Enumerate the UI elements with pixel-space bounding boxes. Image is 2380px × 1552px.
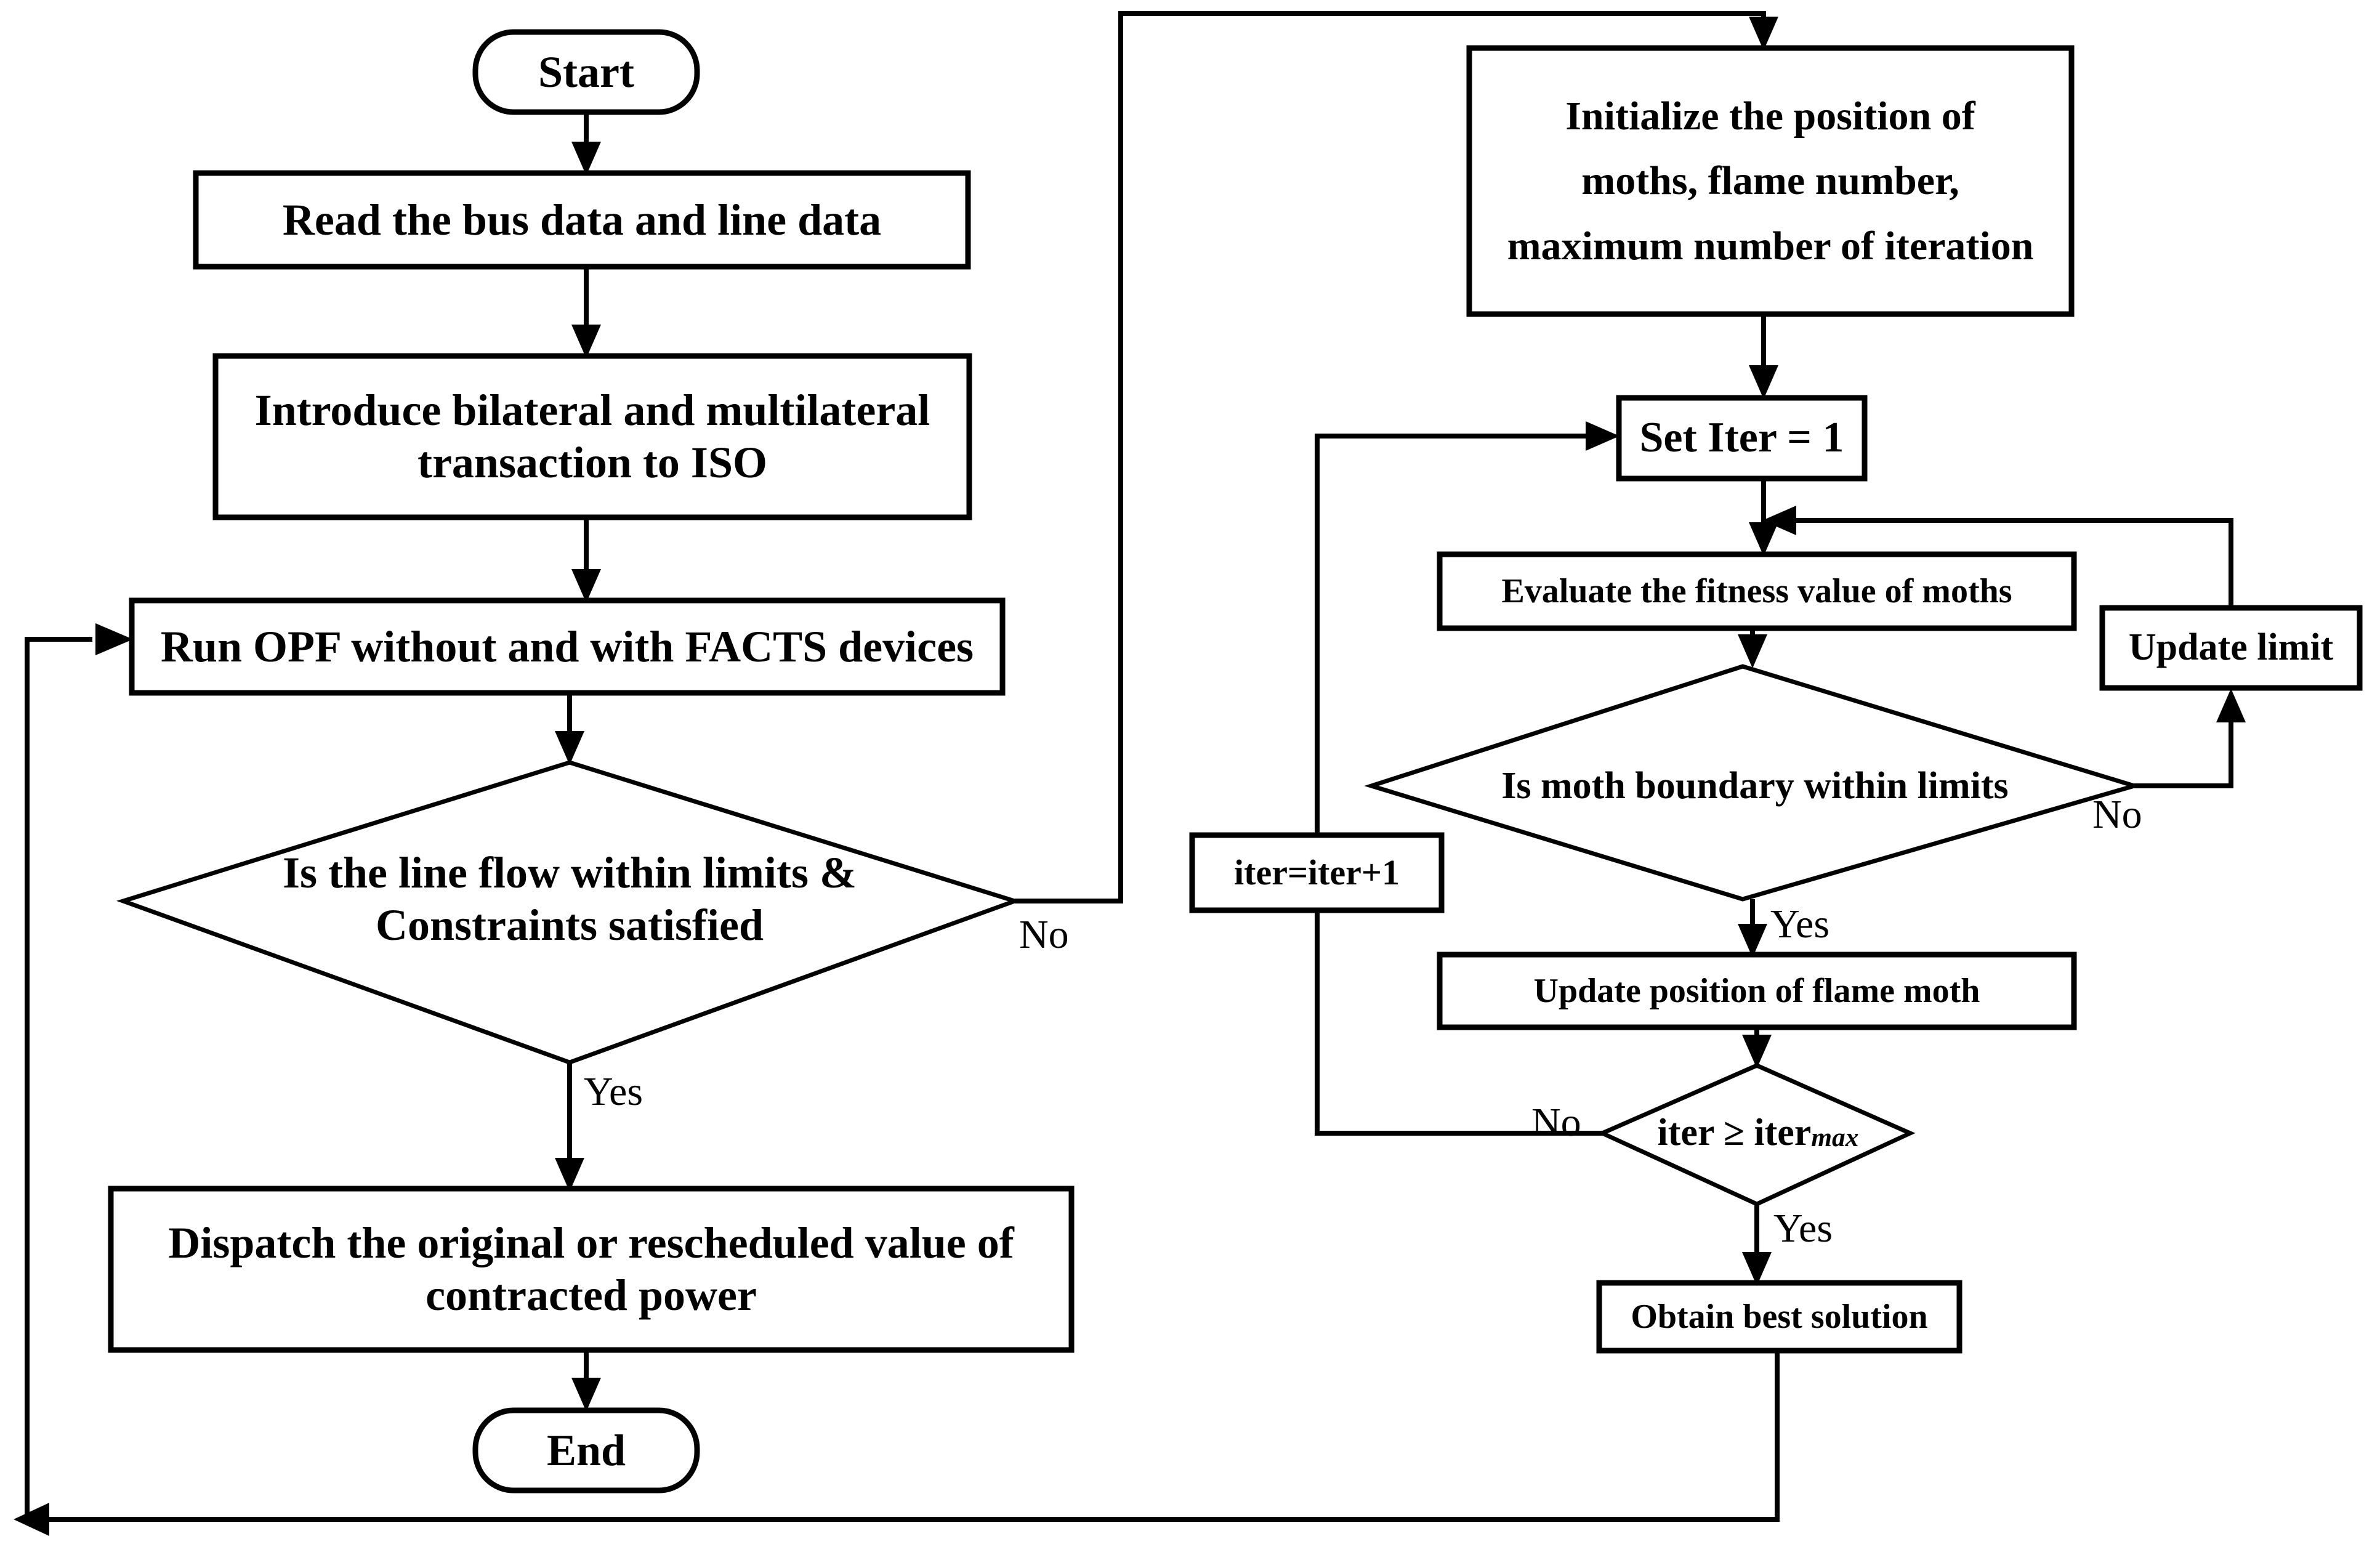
arrow-left-riser-to-runopf (95, 623, 133, 655)
arrow-introduce-to-runopf (571, 569, 601, 603)
edge-iterincrement-to-setiter (1315, 434, 1596, 835)
edge-label-iter-max-yes: Yes (1773, 1206, 1833, 1251)
arrow-updateposition-to-itermax (1742, 1035, 1772, 1069)
shape-line-flow-check[interactable] (116, 760, 1022, 1065)
arrow-lineflow-no-to-initialize (1749, 17, 1778, 51)
arrow-runopf-to-lineflow (555, 731, 584, 765)
arrow-iterincrement-to-setiter (1586, 421, 1620, 451)
arrow-initialize-to-setiter (1749, 365, 1778, 399)
shape-moth-boundary-check[interactable] (1364, 664, 2142, 902)
edge-obtainbest-to-runopf (48, 1351, 1780, 1522)
arrow-dispatch-to-end (571, 1378, 601, 1412)
arrow-start-to-read (571, 142, 601, 176)
shape-start[interactable] (472, 29, 700, 115)
edge-itermax-no-to-iterincrement (1315, 910, 1602, 1136)
edge-mothcheck-no-to-updatelimit (2134, 711, 2233, 788)
arrow-lineflow-yes-to-dispatch (555, 1158, 584, 1192)
shape-obtain-best[interactable] (1596, 1280, 1962, 1354)
shape-update-limit[interactable] (2099, 605, 2363, 691)
arrow-mothcheck-no-to-updatelimit (2216, 689, 2246, 722)
shape-evaluate-fitness[interactable] (1437, 551, 2077, 631)
arrow-bottom-return-left (14, 1503, 49, 1536)
edge-left-riser-to-runopf (25, 637, 92, 1519)
shape-update-position[interactable] (1437, 952, 2077, 1030)
arrow-updatelimit-to-evaluate (1762, 506, 1796, 535)
shape-dispatch[interactable] (108, 1186, 1075, 1353)
edge-label-line-flow-no: No (1019, 912, 1069, 957)
arrow-mothcheck-yes-to-updateposition (1738, 924, 1767, 958)
edge-label-moth-boundary-yes: Yes (1770, 902, 1830, 947)
edge-label-moth-boundary-no: No (2092, 792, 2142, 837)
shape-iter-max-check[interactable] (1597, 1063, 1916, 1206)
arrow-evaluate-to-mothcheck (1738, 634, 1767, 668)
edge-updatelimit-to-evaluate (1786, 518, 2233, 608)
shape-end[interactable] (472, 1407, 700, 1493)
shape-run-opf[interactable] (129, 597, 1006, 696)
arrow-read-to-introduce (571, 325, 601, 358)
shape-read-data[interactable] (193, 170, 971, 270)
shape-set-iter[interactable] (1616, 395, 1868, 482)
edge-label-line-flow-yes: Yes (584, 1069, 643, 1114)
shape-iter-increment[interactable] (1189, 832, 1445, 913)
arrow-itermax-yes-to-obtainbest (1742, 1252, 1772, 1286)
edge-label-iter-max-no: No (1531, 1100, 1581, 1145)
shape-initialize[interactable] (1466, 45, 2075, 317)
shape-introduce[interactable] (212, 353, 972, 520)
arrow-setiter-to-evaluate (1749, 522, 1778, 556)
